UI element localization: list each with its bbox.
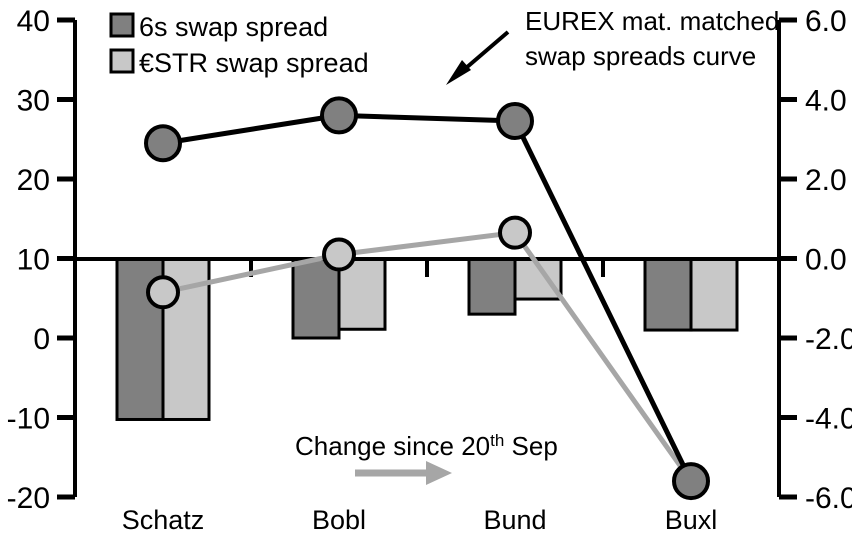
right-axis-tick-label: 6.0 (805, 5, 847, 38)
left-axis-tick-label: 20 (17, 164, 50, 197)
eurex-curve-polyline (160, 112, 694, 484)
change-since-marker-schatz (146, 275, 180, 310)
legend-swatch-6s-swap-spread (109, 12, 135, 38)
category-label-schatz: Schatz (122, 505, 205, 535)
bar-bobl-6s (291, 257, 341, 340)
legend-label-6s-swap-spread: 6s swap spread (139, 12, 328, 42)
left-axis-tick-label: 40 (17, 5, 50, 38)
series-eurex-curve-line (160, 112, 694, 484)
category-labels: Schatz Bobl Bund Buxl (122, 505, 718, 535)
legend-label-estr-swap-spread: €STR swap spread (139, 48, 369, 78)
bar-bobl-estr (337, 257, 387, 331)
annotation-eurex-line1: EUREX mat. matched (525, 6, 779, 36)
category-axis-ticks (73, 259, 781, 277)
category-label-buxl: Buxl (665, 505, 718, 535)
annotation-change-since: Change since 20th Sep (295, 431, 558, 485)
left-axis-tick-label: 0 (33, 323, 50, 356)
chart-legend: 6s swap spread €STR swap spread (109, 12, 369, 78)
annotation-eurex-line2: swap spreads curve (525, 41, 756, 71)
left-axis-tick-label: -20 (7, 482, 50, 515)
right-axis-tick-label: 2.0 (805, 164, 847, 197)
annotation-eurex-callout: EUREX mat. matched swap spreads curve (446, 6, 779, 85)
change-since-marker-bund (498, 215, 532, 250)
right-axis-tick-label: 4.0 (805, 85, 847, 118)
right-axis-tick-labels: 6.0 4.0 2.0 0.0 -2.0 -4.0 -6.0 (805, 5, 852, 515)
left-axis-tick-label: 10 (17, 244, 50, 277)
left-axis-tick-label: 30 (17, 85, 50, 118)
left-axis-tick-labels: 40 30 20 10 0 -10 -20 (7, 5, 50, 515)
left-axis-ticks (57, 17, 75, 500)
right-axis: 6.0 4.0 2.0 0.0 -2.0 -4.0 -6.0 (777, 5, 852, 515)
right-axis-tick-label: -4.0 (805, 403, 852, 436)
right-axis-tick-label: -6.0 (805, 482, 852, 515)
left-axis: 40 30 20 10 0 -10 -20 (7, 5, 77, 515)
right-axis-tick-label: -2.0 (805, 323, 852, 356)
eurex-curve-marker-bobl (320, 96, 358, 135)
eurex-curve-marker-schatz (144, 124, 182, 163)
change-since-polyline (160, 230, 694, 484)
annotation-eurex-arrow-icon (446, 30, 510, 85)
change-since-marker-bobl (322, 237, 356, 272)
left-axis-tick-label: -10 (7, 403, 50, 436)
eurex-curve-marker-buxl (672, 462, 710, 501)
category-label-bobl: Bobl (312, 505, 366, 535)
category-label-bund: Bund (483, 505, 546, 535)
eurex-curve-marker-bund (496, 101, 534, 140)
annotation-change-since-text: Change since 20th Sep (295, 431, 558, 461)
right-axis-tick-label: 0.0 (805, 244, 847, 277)
right-axis-ticks (779, 17, 797, 500)
bar-buxl-estr (689, 257, 739, 332)
bar-buxl-6s (643, 257, 693, 332)
series-change-since-line (160, 230, 694, 484)
series-eurex-curve-markers (144, 96, 710, 501)
bar-bund-6s (467, 257, 517, 316)
legend-swatch-estr-swap-spread (109, 48, 135, 74)
annotation-change-since-arrow-icon (355, 461, 452, 485)
